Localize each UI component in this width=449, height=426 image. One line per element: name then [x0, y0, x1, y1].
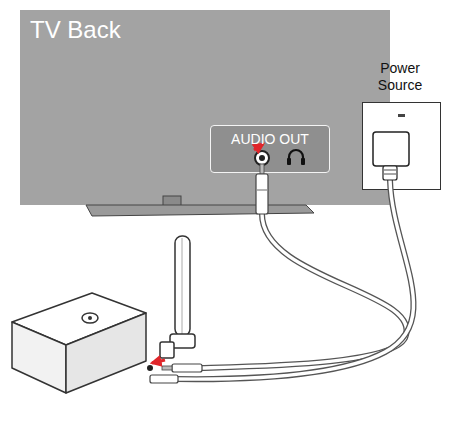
- headphone-cup: [301, 158, 305, 165]
- insert-arrow: [152, 360, 165, 363]
- stand-base: [86, 205, 314, 216]
- antenna: [175, 236, 190, 336]
- plug-rib: [384, 170, 396, 171]
- audio-cable: [200, 214, 407, 368]
- power-plug-small: [150, 375, 178, 383]
- transmitter-jack: [147, 365, 153, 371]
- node-label: AUDIO OUT: [211, 126, 329, 147]
- power-source: Power Source: [354, 56, 446, 190]
- audio-plug: [256, 174, 268, 214]
- transmitter-left: [12, 322, 66, 393]
- audio-cable-outline: [200, 214, 407, 368]
- plug-ring: [257, 190, 267, 191]
- insert-arrow: [254, 144, 263, 150]
- audio-jack: [255, 151, 269, 165]
- transmitter-logo-dot: [88, 316, 92, 320]
- node-label: Power Source: [365, 56, 435, 94]
- transmitter-logo: [82, 313, 98, 323]
- outlet-led: [398, 114, 405, 117]
- transmitter-front: [66, 313, 146, 393]
- headphone-symbol: [289, 150, 303, 163]
- antenna-highlight: [182, 238, 183, 334]
- plug-tip: [260, 164, 264, 174]
- audio-out-panel: AUDIO OUT: [210, 125, 330, 173]
- headphone-cup: [287, 158, 291, 165]
- audio-plug: [172, 364, 202, 372]
- plug-rib: [384, 174, 396, 175]
- plug-tip: [162, 366, 172, 370]
- tv-back-panel: TV BackAUDIO OUT: [20, 10, 390, 205]
- plug-strain-relief: [383, 166, 397, 180]
- power-cable: [176, 180, 414, 379]
- node-label: TV Back: [20, 10, 390, 44]
- antenna-base: [160, 342, 174, 358]
- power-cable-outline: [176, 180, 414, 379]
- power-plug: [373, 132, 409, 166]
- audio-jack-hole: [259, 155, 265, 161]
